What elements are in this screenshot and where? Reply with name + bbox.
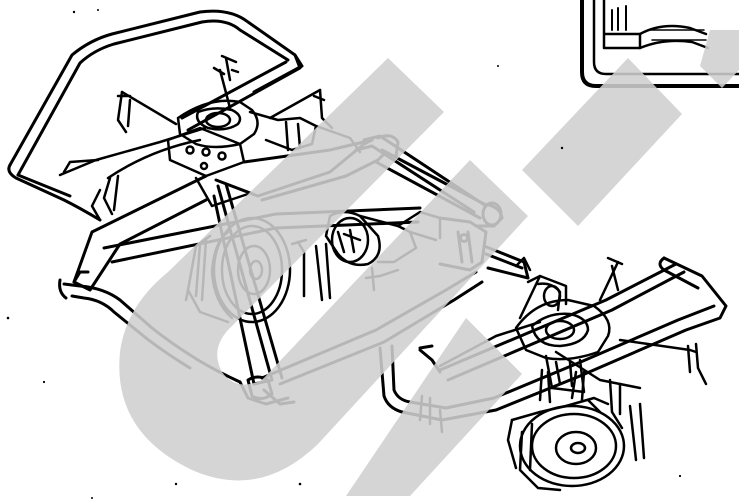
- right-gearbox: [514, 274, 611, 394]
- watermark-logo-icon: [119, 30, 739, 496]
- headstock-bracket: [166, 126, 250, 208]
- right-ground-wheel: [506, 396, 626, 492]
- scan-specks: [6, 9, 682, 499]
- left-rotor: [58, 54, 334, 222]
- open-book-icon: [580, 0, 739, 88]
